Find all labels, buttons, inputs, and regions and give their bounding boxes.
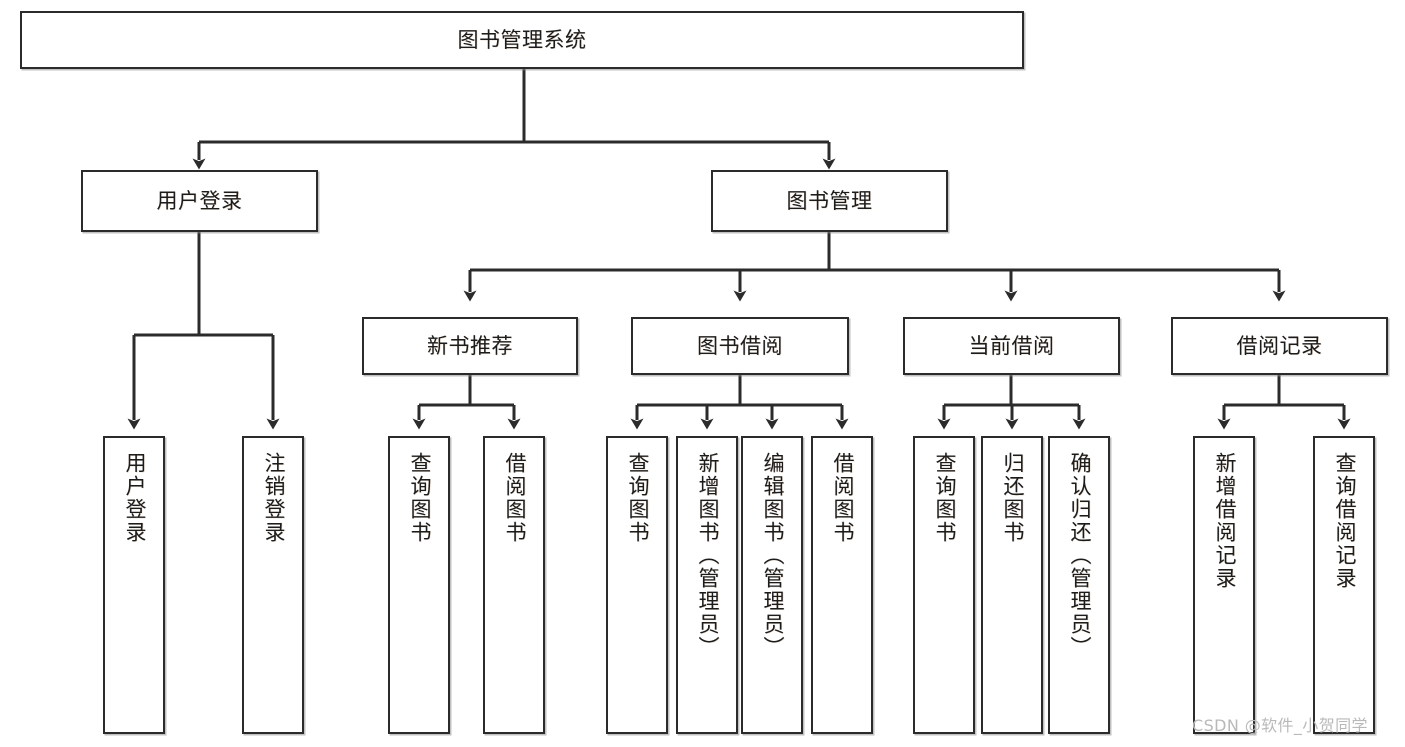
node-label: 图书管理系统 (457, 27, 587, 52)
node-label: 当前借阅 (968, 333, 1055, 358)
node-book-management-system[interactable]: 图书管理系统 (20, 11, 1024, 69)
node-user-login[interactable]: 用户登录 (81, 170, 318, 232)
node-label: 编辑图书（管理员） (760, 452, 785, 659)
node-label: 新增借阅记录 (1212, 452, 1237, 590)
node-new-book-recommend[interactable]: 新书推荐 (362, 317, 578, 375)
node-label: 查询图书 (407, 452, 432, 544)
node-book-borrow[interactable]: 图书借阅 (631, 317, 849, 375)
node-label: 注销登录 (261, 452, 286, 544)
node-label: 用户登录 (156, 188, 243, 213)
node-book-management[interactable]: 图书管理 (711, 170, 948, 232)
node-label: 图书管理 (786, 188, 873, 213)
node-label: 查询图书 (625, 452, 650, 544)
node-label: 归还图书 (1000, 452, 1025, 544)
node-leaf-edit-book-admin[interactable]: 编辑图书（管理员） (741, 436, 803, 734)
node-label: 确认归还（管理员） (1067, 452, 1092, 659)
node-label: 查询借阅记录 (1332, 452, 1357, 590)
node-label: 图书借阅 (697, 333, 783, 358)
node-label: 查询图书 (932, 452, 957, 544)
node-label: 借阅图书 (502, 452, 527, 544)
node-leaf-query-book-borrow[interactable]: 查询图书 (606, 436, 668, 734)
node-current-borrow[interactable]: 当前借阅 (903, 317, 1120, 375)
node-leaf-query-book-recommend[interactable]: 查询图书 (388, 436, 450, 734)
node-leaf-user-login[interactable]: 用户登录 (103, 436, 165, 734)
node-label: 借阅图书 (830, 452, 855, 544)
node-label: 借阅记录 (1236, 333, 1323, 358)
node-leaf-add-book-admin[interactable]: 新增图书（管理员） (676, 436, 738, 734)
node-leaf-borrow-book[interactable]: 借阅图书 (811, 436, 873, 734)
csdn-watermark: CSDN @软件_小贺同学 (1192, 716, 1368, 735)
node-leaf-add-borrow-record[interactable]: 新增借阅记录 (1193, 436, 1255, 734)
node-leaf-confirm-return-admin[interactable]: 确认归还（管理员） (1048, 436, 1110, 734)
node-label: 新增图书（管理员） (695, 452, 720, 659)
node-leaf-query-borrow-record[interactable]: 查询借阅记录 (1313, 436, 1375, 734)
node-borrow-record[interactable]: 借阅记录 (1171, 317, 1388, 375)
node-label: 新书推荐 (427, 333, 513, 358)
node-leaf-return-book[interactable]: 归还图书 (981, 436, 1043, 734)
node-label: 用户登录 (122, 452, 147, 544)
node-leaf-borrow-book-recommend[interactable]: 借阅图书 (483, 436, 545, 734)
node-leaf-logout[interactable]: 注销登录 (242, 436, 304, 734)
node-leaf-query-book-current[interactable]: 查询图书 (913, 436, 975, 734)
